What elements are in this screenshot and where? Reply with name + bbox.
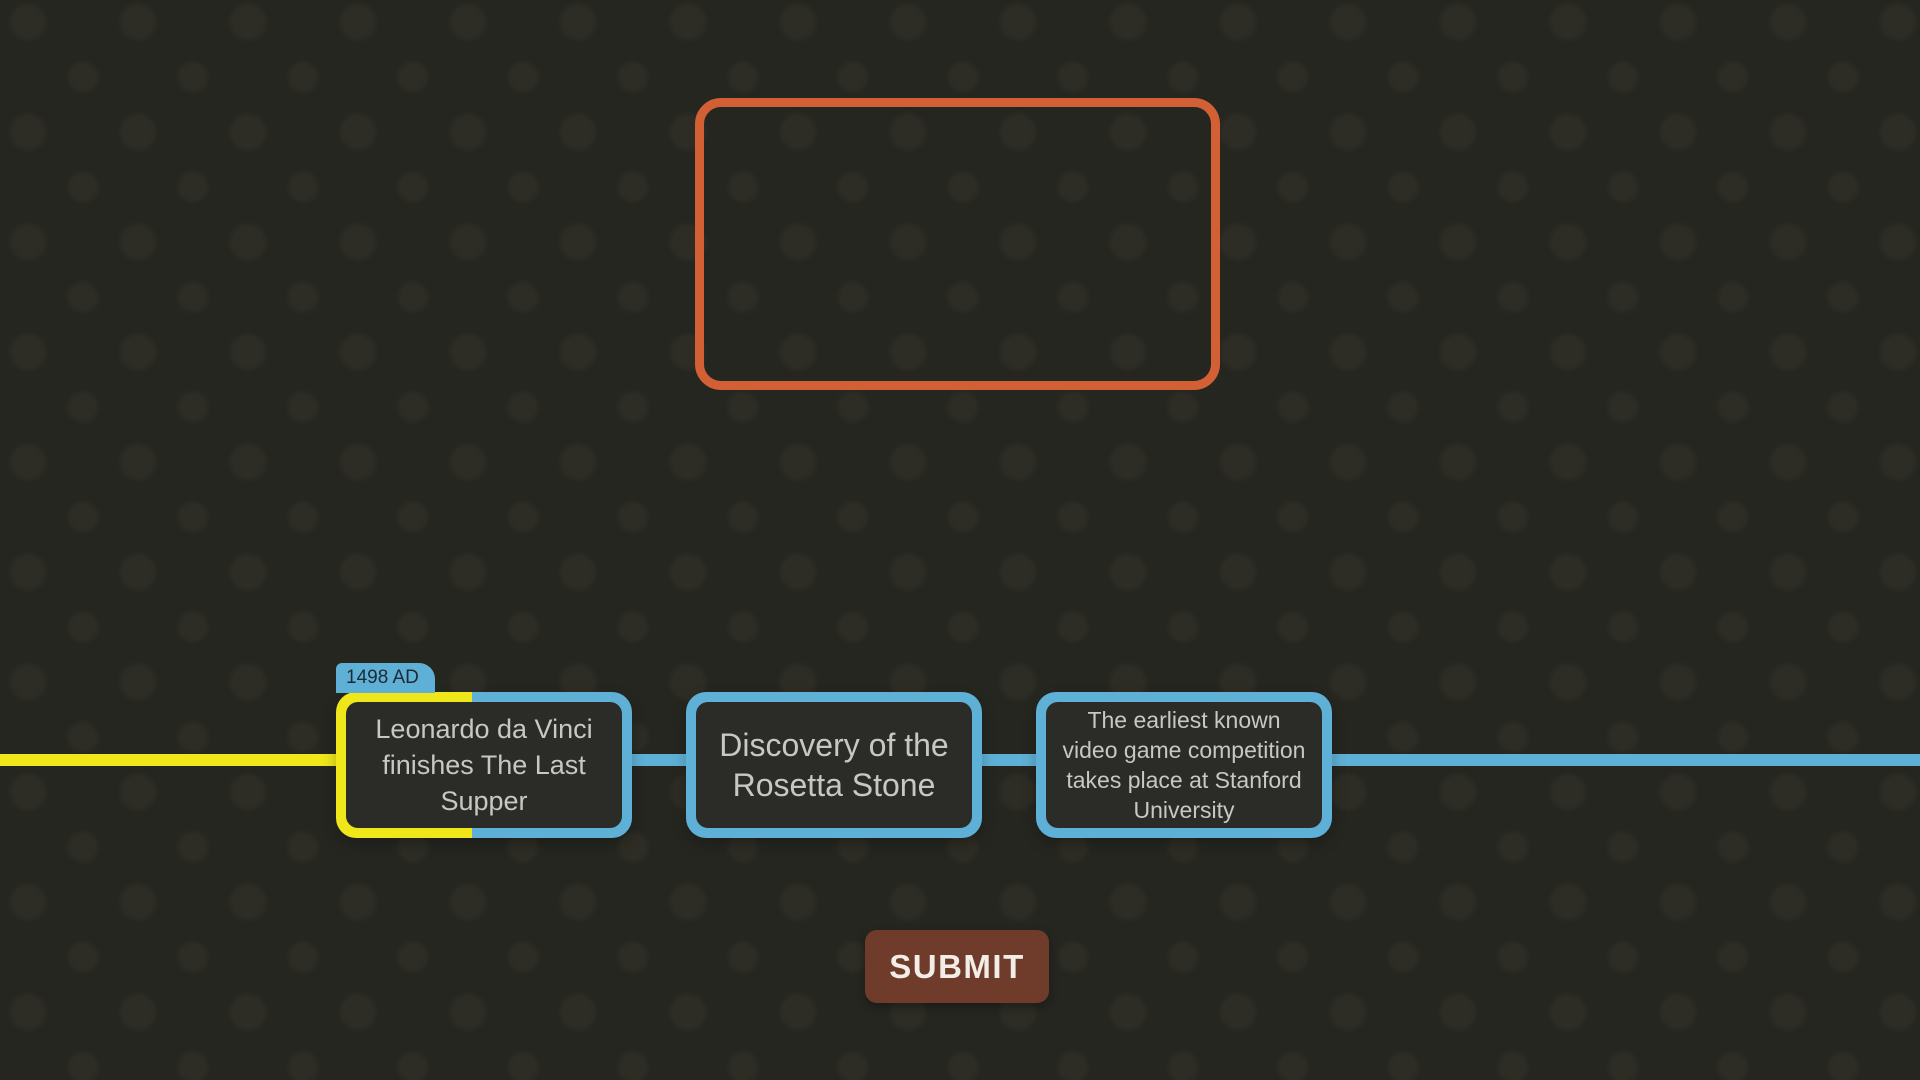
timeline-card-videogame[interactable]: The earliest known video game competitio…: [1036, 692, 1332, 838]
card-year-label: 1498 AD: [346, 667, 419, 688]
timeline-card-title: The earliest known video game competitio…: [1046, 702, 1322, 828]
timeline-card-placed[interactable]: Leonardo da Vinci finishes The Last Supp…: [336, 692, 632, 838]
timeline-card-rosetta[interactable]: Discovery of the Rosetta Stone: [686, 692, 982, 838]
timeline-card-title: Discovery of the Rosetta Stone: [696, 702, 972, 828]
submit-button[interactable]: SUBMIT: [865, 930, 1049, 1003]
card-year-badge: 1498 AD: [336, 663, 435, 693]
card-drop-zone[interactable]: [695, 98, 1220, 390]
timeline-card-title: Leonardo da Vinci finishes The Last Supp…: [346, 702, 622, 828]
